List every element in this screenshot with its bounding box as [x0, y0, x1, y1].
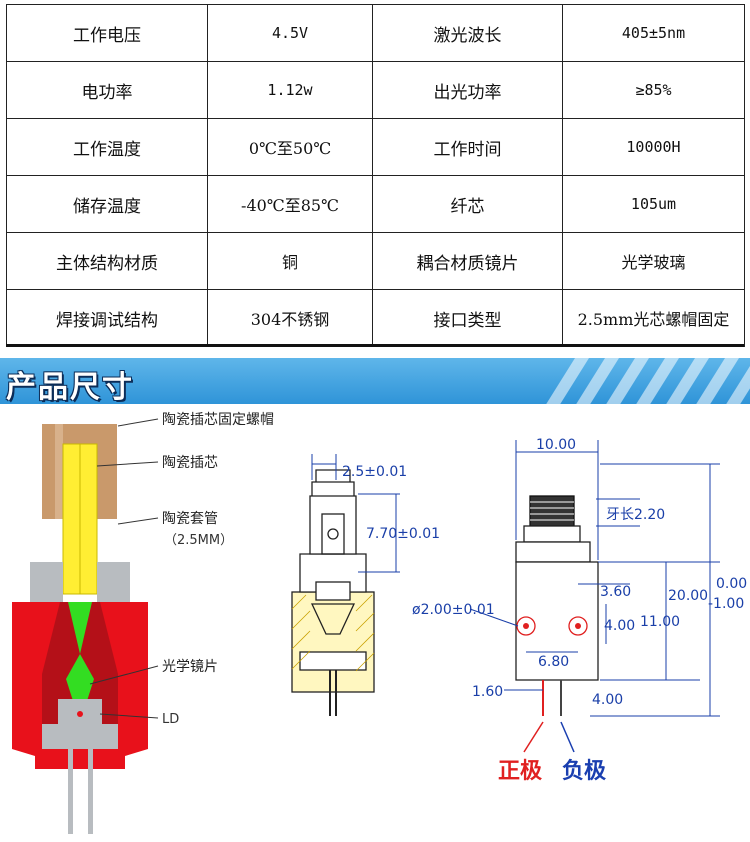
label-sleeve-size: （2.5MM） — [164, 533, 233, 548]
spec-label: 工作温度 — [6, 118, 208, 176]
spec-value: ≥85% — [562, 61, 745, 119]
housing-block — [291, 591, 375, 693]
dim-width: 10.00 — [536, 437, 576, 453]
dim-hole-height: 4.00 — [604, 618, 635, 634]
spec-label: 电功率 — [6, 61, 208, 119]
dim-pin-offset: 1.60 — [472, 684, 503, 700]
label-positive: 正极 — [498, 759, 543, 784]
dim-total-height: 20.00 — [668, 588, 708, 604]
spec-value: -40℃至85℃ — [207, 175, 373, 233]
dim-top: 2.5±0.01 — [342, 464, 407, 480]
spec-value: 1.12w — [207, 61, 373, 119]
spec-label: 出光功率 — [372, 61, 563, 119]
spec-value: 105um — [562, 175, 745, 233]
section-banner: 产品尺寸 — [0, 358, 750, 404]
label-sleeve: 陶瓷套管 — [162, 511, 218, 527]
dim-thread: 牙长2.20 — [606, 507, 665, 523]
ceramic-sleeve — [30, 562, 130, 602]
label-lens: 光学镜片 — [162, 659, 218, 675]
dim-tol-lower: -1.00 — [708, 596, 744, 612]
spec-value: 光学玻璃 — [562, 232, 745, 290]
spec-value: 405±5nm — [562, 4, 745, 62]
dim-hole-dia: ø2.00±0.01 — [412, 602, 495, 618]
dim-hole-spacing: 6.80 — [538, 654, 569, 670]
spec-label: 接口类型 — [372, 289, 563, 347]
spec-value: 4.5V — [207, 4, 373, 62]
dim-pin-length: 4.00 — [592, 692, 623, 708]
spec-value: 2.5mm光芯螺帽固定 — [562, 289, 745, 347]
spec-row: 主体结构材质铜耦合材质镜片光学玻璃 — [6, 232, 745, 290]
pin — [68, 749, 73, 834]
spec-label: 耦合材质镜片 — [372, 232, 563, 290]
spec-value: 铜 — [207, 232, 373, 290]
ld-base — [42, 699, 118, 749]
pin — [88, 749, 93, 834]
spec-label: 焊接调试结构 — [6, 289, 208, 347]
spec-label: 激光波长 — [372, 4, 563, 62]
label-negative: 负极 — [562, 759, 607, 784]
spec-value: 304不锈钢 — [207, 289, 373, 347]
label-ferrule-nut: 陶瓷插芯固定螺帽 — [162, 412, 274, 428]
side-drawing — [291, 454, 400, 716]
dim-tol-upper: 0.00 — [716, 576, 747, 592]
dim-hole-offset: 3.60 — [600, 584, 631, 600]
light-beam — [68, 602, 92, 654]
spec-label: 储存温度 — [6, 175, 208, 233]
spec-value: 10000H — [562, 118, 745, 176]
spec-label: 主体结构材质 — [6, 232, 208, 290]
dimension-figures: 陶瓷插芯固定螺帽 陶瓷插芯 陶瓷套管 （2.5MM） 光学镜片 LD — [12, 412, 747, 834]
label-ferrule: 陶瓷插芯 — [162, 455, 218, 471]
dim-body-height: 11.00 — [640, 614, 680, 630]
section-title: 产品尺寸 — [6, 370, 134, 404]
spec-label: 工作电压 — [6, 4, 208, 62]
thread — [529, 495, 575, 527]
spec-label: 纤芯 — [372, 175, 563, 233]
spec-label: 工作时间 — [372, 118, 563, 176]
table-bottom-rule — [6, 344, 744, 347]
spec-value: 0℃至50℃ — [207, 118, 373, 176]
front-drawing — [469, 440, 720, 717]
cross-section-drawing: 陶瓷插芯固定螺帽 陶瓷插芯 陶瓷套管 （2.5MM） 光学镜片 LD — [12, 412, 274, 834]
dim-side: 7.70±0.01 — [366, 526, 440, 542]
label-ld: LD — [162, 712, 179, 727]
